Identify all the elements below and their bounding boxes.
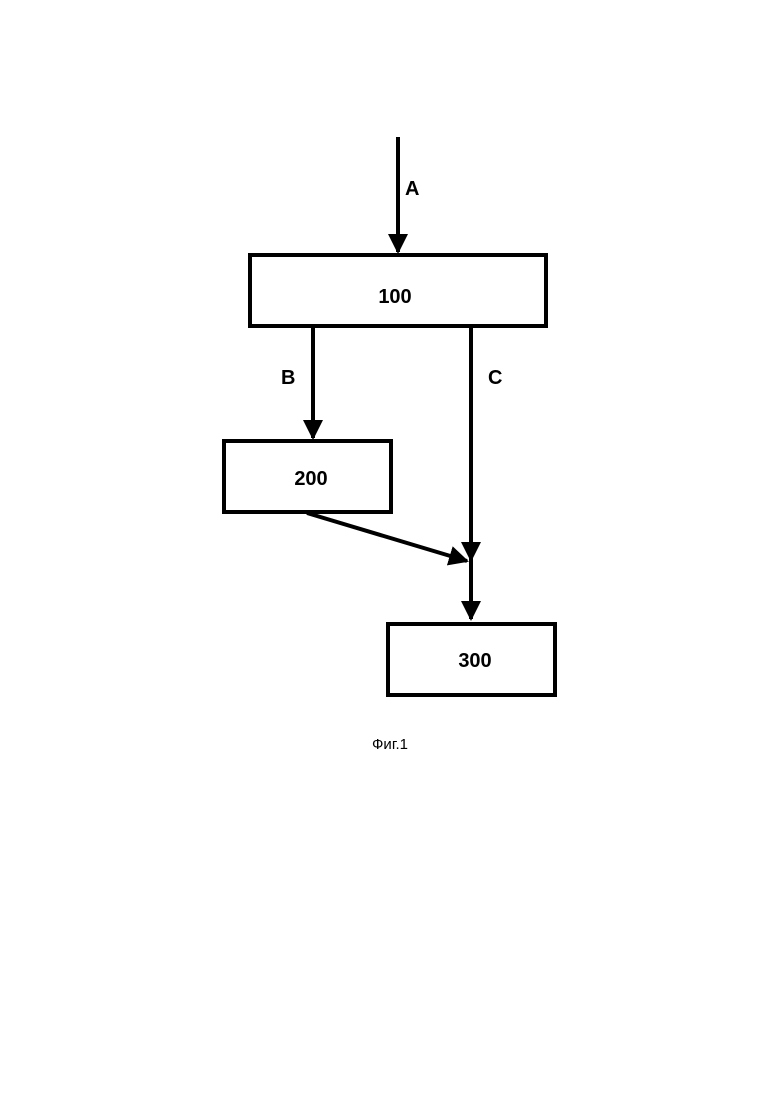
box-200-label: 200 (294, 468, 327, 490)
edge-a-label: A (405, 178, 419, 200)
box-300-label: 300 (458, 650, 491, 672)
edge-200-to-junction-arrow (307, 513, 467, 561)
box-100-label: 100 (378, 286, 411, 308)
figure-caption: Фиг.1 (372, 736, 408, 753)
edge-b-label: B (281, 367, 295, 389)
edge-c-label: C (488, 367, 502, 389)
